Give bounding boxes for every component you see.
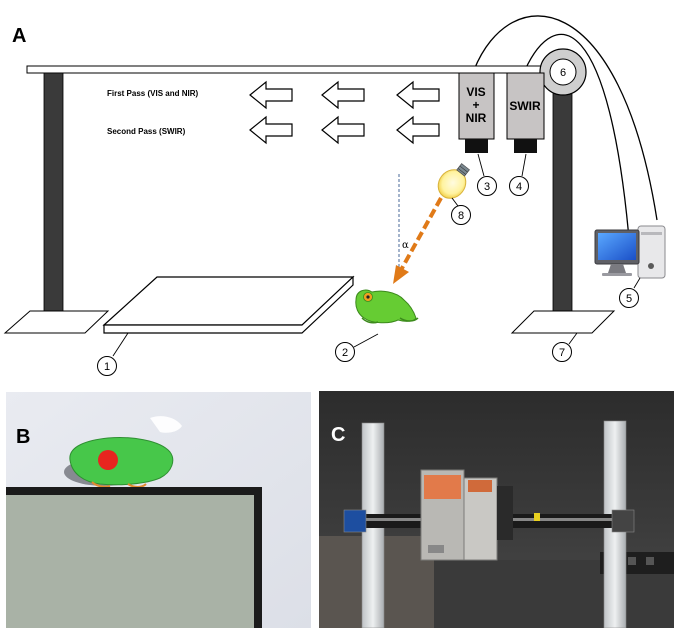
camera-case-swir-top	[468, 480, 492, 492]
computer-icon	[594, 225, 666, 279]
left-arrow-icon	[396, 116, 440, 144]
callout-8: 8	[458, 210, 464, 222]
vis-nir-camera: VIS + NIR	[458, 72, 495, 153]
camera-bracket	[497, 486, 513, 540]
left-arrow-icon	[321, 81, 365, 109]
callout-1-group: 1	[97, 332, 129, 376]
swir-camera: SWIR	[506, 72, 545, 153]
rail-end-left	[343, 509, 367, 533]
crossbar	[26, 65, 568, 74]
yellow-marker	[534, 513, 540, 521]
outlet	[628, 557, 636, 565]
left-arrow-icon	[396, 81, 440, 109]
light-beam-head	[393, 265, 409, 284]
callout-2: 2	[342, 347, 348, 359]
outlet	[646, 557, 654, 565]
panel-c: C	[319, 391, 674, 628]
left-arrow-icon	[249, 81, 293, 109]
second-pass-label: Second Pass (SWIR)	[107, 127, 186, 136]
right-post-base	[510, 310, 616, 334]
pulley-icon: 6	[539, 48, 587, 96]
camera-window	[428, 545, 444, 553]
paper-crease	[150, 416, 182, 433]
callout-5: 5	[626, 293, 632, 305]
red-spot	[98, 450, 118, 470]
panel-letter-b: B	[16, 426, 30, 448]
camera-case-vis-nir-vent	[424, 475, 461, 499]
angle-label: α	[402, 240, 409, 251]
callout-6: 6	[560, 67, 566, 79]
callout-7: 7	[559, 347, 565, 359]
light-beam	[399, 197, 443, 271]
cable-vis-nir	[473, 15, 658, 221]
panel-a: A 6 VIS + NIR	[3, 15, 666, 376]
callout-4: 4	[516, 181, 522, 193]
photo-frog	[69, 437, 174, 486]
panel-letter-c: C	[331, 424, 345, 446]
cable-swir	[524, 33, 631, 251]
panel-b: B	[6, 392, 311, 628]
vis-nir-label-1: VIS	[466, 85, 485, 99]
callout-3: 3	[484, 181, 490, 193]
callout-5-group: 5	[619, 277, 641, 308]
frog-icon	[355, 289, 419, 324]
first-pass-label: First Pass (VIS and NIR)	[107, 89, 198, 98]
panel-letter-a: A	[12, 25, 26, 47]
left-arrow-icon	[321, 116, 365, 144]
swir-lens	[514, 139, 537, 153]
light-bulb-icon	[437, 163, 470, 199]
callout-7-group: 7	[552, 332, 578, 362]
left-arrow-icon	[249, 116, 293, 144]
platform-side	[103, 275, 354, 334]
white-standard	[6, 495, 254, 628]
first-pass-arrows	[249, 81, 440, 109]
callout-3-group: 3	[477, 153, 497, 196]
rail-end-right	[611, 509, 635, 533]
vis-nir-label-3: NIR	[466, 111, 487, 125]
vis-nir-lens	[465, 139, 488, 153]
left-post	[3, 72, 110, 334]
callout-2-group: 2	[335, 333, 379, 362]
callout-1: 1	[104, 361, 110, 373]
second-pass-arrows	[249, 116, 440, 144]
callout-8-group: 8	[451, 197, 471, 225]
right-post	[510, 72, 616, 334]
callout-4-group: 4	[509, 153, 529, 196]
vis-nir-label-2: +	[472, 98, 479, 112]
left-post-base	[3, 310, 110, 334]
swir-label: SWIR	[509, 99, 541, 113]
